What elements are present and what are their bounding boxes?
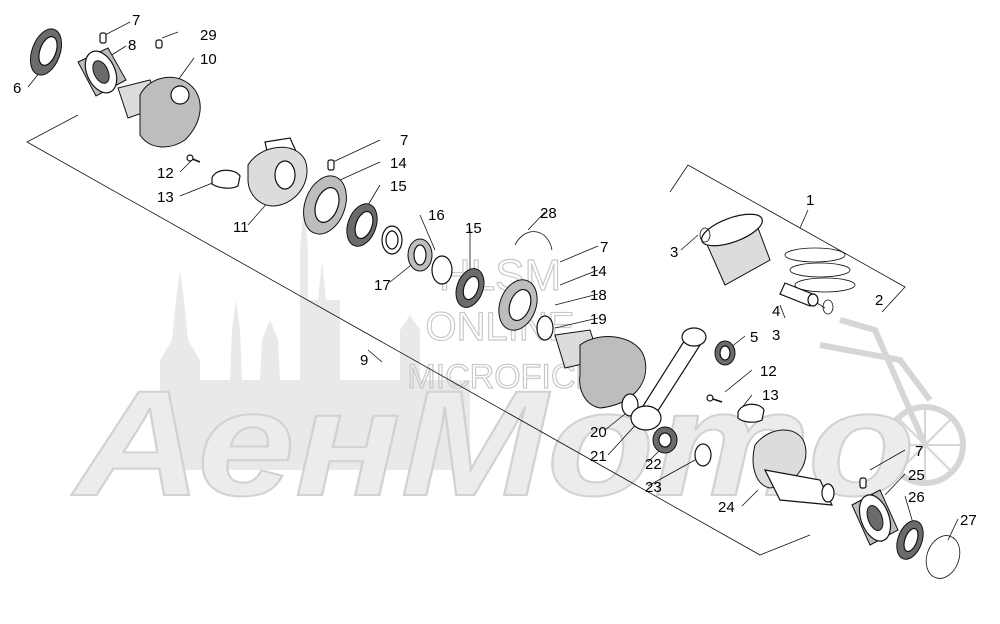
callout-7-d: 7 <box>915 443 923 460</box>
callout-29: 29 <box>200 27 217 44</box>
part-3-circlip-a <box>699 227 711 243</box>
callout-22: 22 <box>645 456 662 473</box>
callout-1: 1 <box>806 192 814 209</box>
callout-10: 10 <box>200 51 217 68</box>
callout-21: 21 <box>590 448 607 465</box>
part-2-piston-rings <box>784 247 856 293</box>
callout-9: 9 <box>360 352 368 369</box>
part-12-screw-b <box>706 394 723 403</box>
callout-23: 23 <box>645 479 662 496</box>
part-12-screw-a <box>186 154 201 163</box>
callout-27: 27 <box>960 512 977 529</box>
part-22-needle-bearing <box>652 426 678 454</box>
callout-5: 5 <box>750 329 758 346</box>
part-11-crank-half <box>247 137 308 207</box>
part-15-seal-b <box>455 268 485 308</box>
callout-7-c: 7 <box>600 239 608 256</box>
callout-6: 6 <box>13 80 21 97</box>
part-29-key <box>155 39 163 49</box>
part-19-washer <box>536 315 554 341</box>
part-15-seal-a <box>346 203 378 247</box>
part-13-clamp-b <box>737 403 765 423</box>
part-3-circlip-b <box>822 299 834 315</box>
part-7-pin-b <box>327 159 335 171</box>
callout-4: 4 <box>772 303 780 320</box>
part-4-piston-pin <box>779 282 819 307</box>
part-6-oil-seal <box>29 28 63 76</box>
bracket-piston-assembly <box>669 164 906 313</box>
callout-13-b: 13 <box>762 387 779 404</box>
part-14-bearing-a <box>303 175 347 235</box>
part-23-thrust-washer <box>694 443 712 467</box>
callout-labels: 7 8 29 10 6 7 14 15 12 13 11 16 15 28 7 … <box>13 12 977 529</box>
part-13-clamp-a <box>211 169 241 189</box>
part-27-o-ring <box>925 535 961 579</box>
callout-16: 16 <box>428 207 445 224</box>
callout-19: 19 <box>590 311 607 328</box>
part-24-crank-half <box>752 429 835 506</box>
callout-3-b: 3 <box>772 327 780 344</box>
callout-15-b: 15 <box>465 220 482 237</box>
callout-12: 12 <box>157 165 174 182</box>
part-25-bearing <box>851 489 899 546</box>
part-28-snap-ring <box>514 231 553 251</box>
callout-12-b: 12 <box>760 363 777 380</box>
part-17-gear <box>407 238 433 272</box>
callout-15: 15 <box>390 178 407 195</box>
part-26-oil-seal <box>896 520 924 560</box>
part-14-bearing-b <box>498 279 538 331</box>
callout-26: 26 <box>908 489 925 506</box>
callout-7: 7 <box>132 12 140 29</box>
callout-7-b: 7 <box>400 132 408 149</box>
watermark: АенМото HLSM ONLINE MICROFICHE <box>69 205 966 528</box>
part-crank-center <box>554 329 647 409</box>
callout-3: 3 <box>670 244 678 261</box>
callout-2: 2 <box>875 292 883 309</box>
part-8-bearing <box>77 47 127 97</box>
part-7-pin-d <box>859 477 867 489</box>
watermark-skyline <box>160 205 470 470</box>
part-1-piston <box>701 213 771 286</box>
callout-13: 13 <box>157 189 174 206</box>
bracket-crankshaft-assembly <box>26 114 811 556</box>
callout-28: 28 <box>540 205 557 222</box>
part-10-crank-half <box>117 76 201 148</box>
callout-20: 20 <box>590 424 607 441</box>
part-21-connecting-rod <box>630 327 707 431</box>
part-16-ring-b <box>431 255 453 285</box>
callout-8: 8 <box>128 37 136 54</box>
callout-18: 18 <box>590 287 607 304</box>
watermark-wheel-spokes <box>890 410 960 480</box>
callout-14: 14 <box>390 155 407 172</box>
callout-25: 25 <box>908 467 925 484</box>
callout-24: 24 <box>718 499 735 516</box>
watermark-motorcycle <box>819 317 966 486</box>
part-7-pin-a <box>99 32 107 44</box>
part-5-needle-bearing <box>714 340 736 366</box>
part-16-ring <box>381 225 403 255</box>
callout-17: 17 <box>374 277 391 294</box>
callout-14-b: 14 <box>590 263 607 280</box>
callout-11: 11 <box>233 219 249 236</box>
